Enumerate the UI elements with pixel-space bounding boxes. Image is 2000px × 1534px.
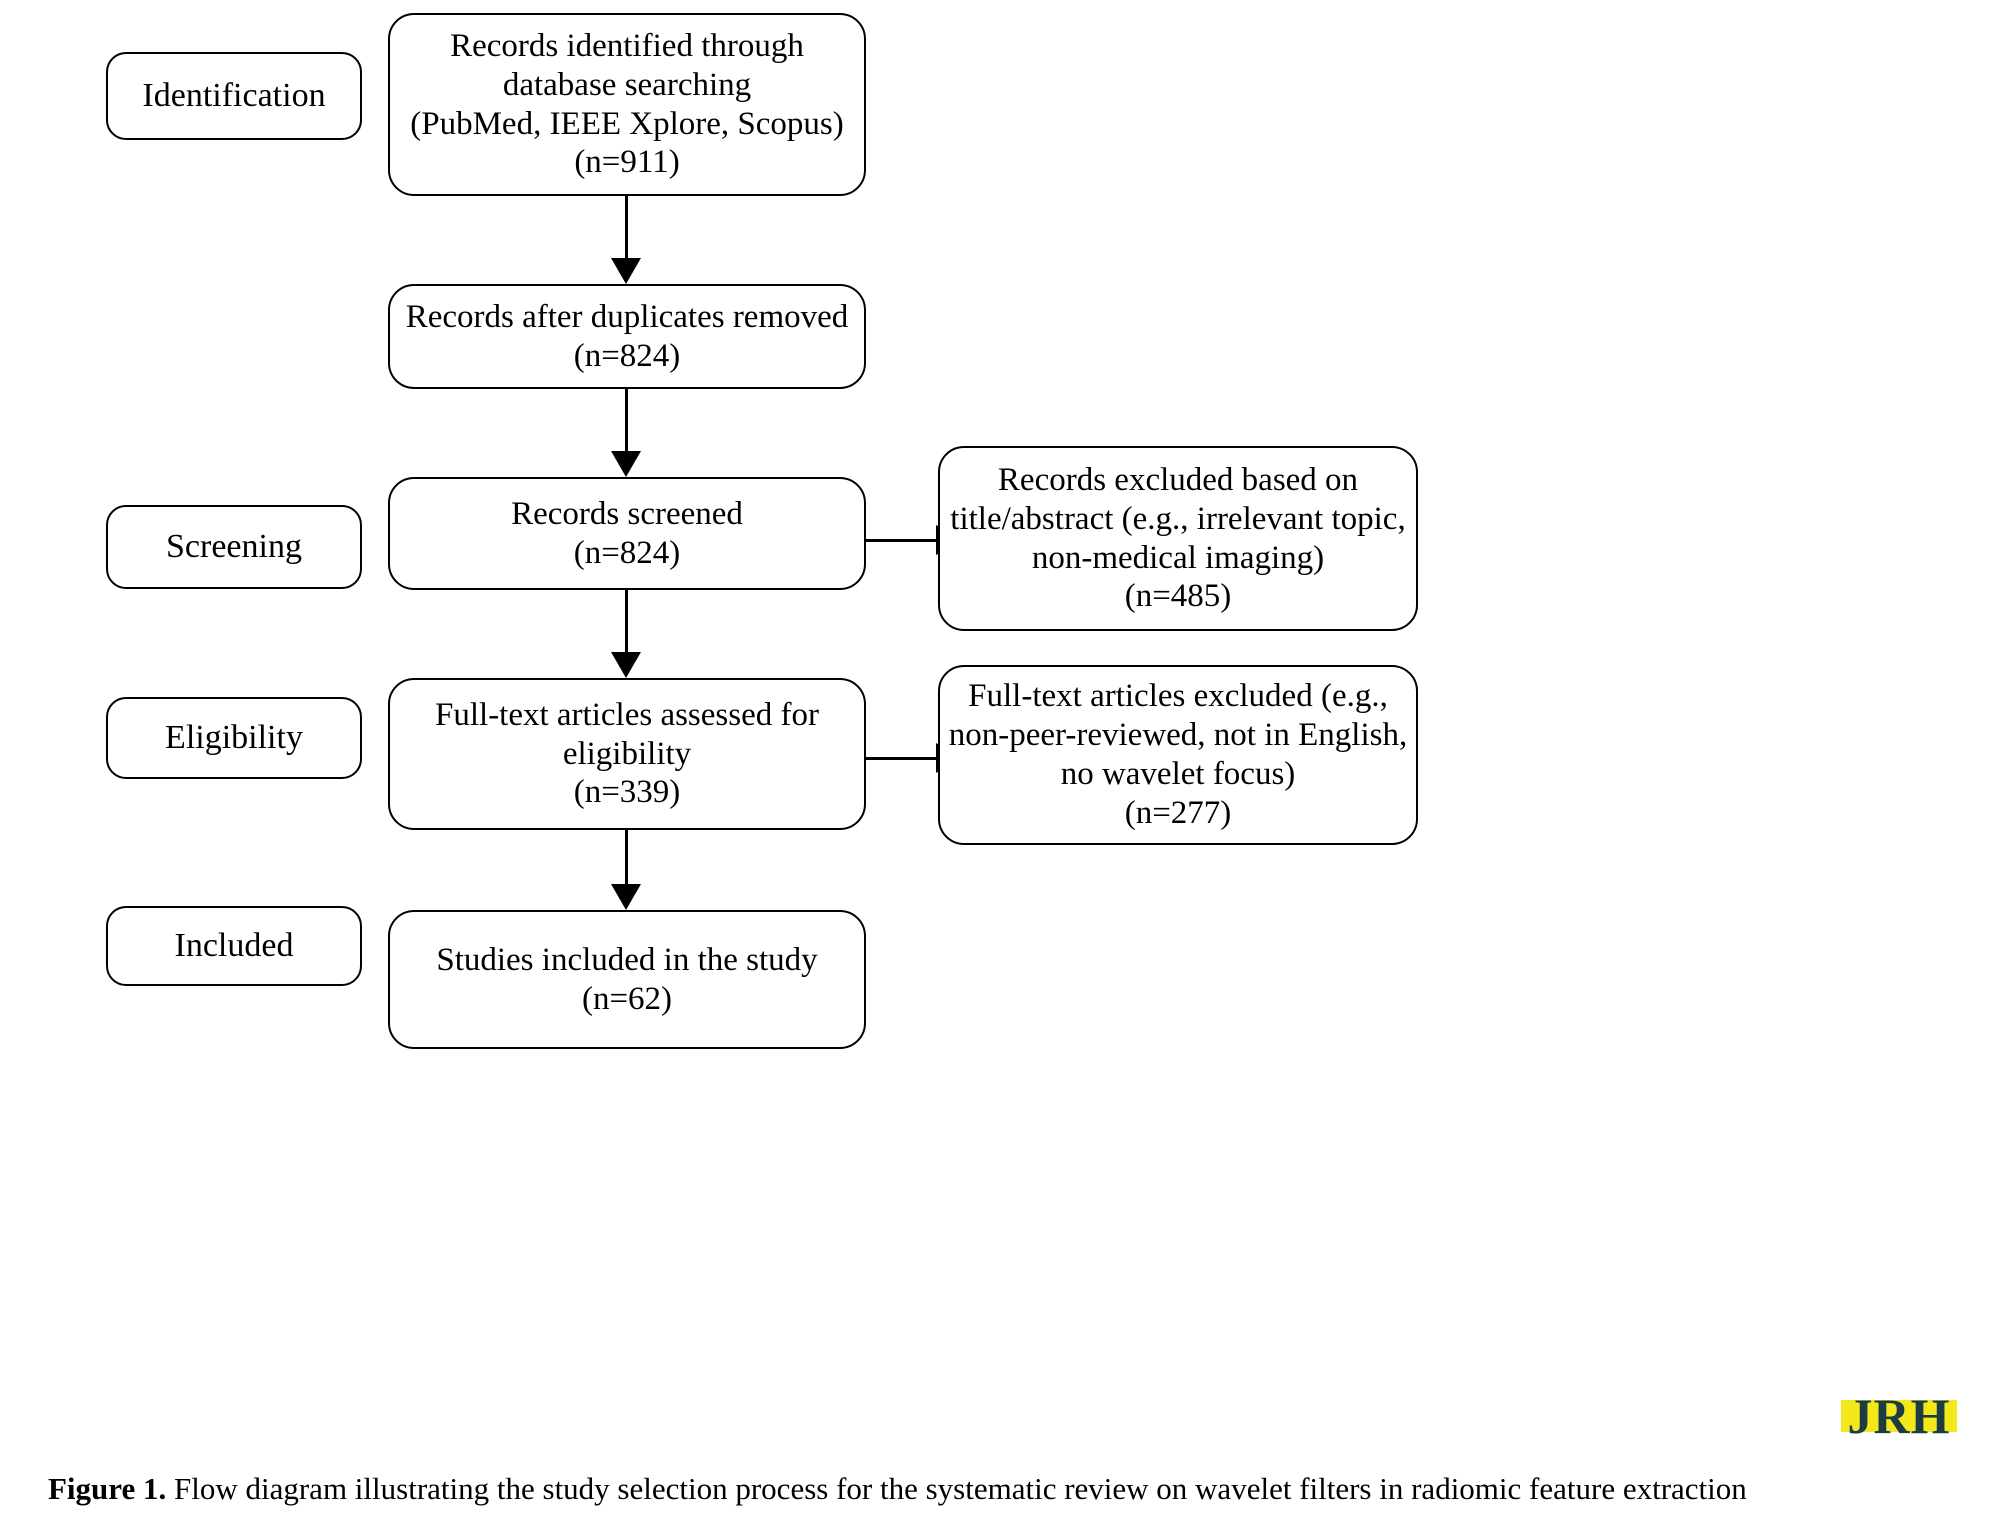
connector-arrow-screened-to-fulltext: [611, 652, 641, 678]
jrh-logo: JRH: [1841, 1386, 1957, 1446]
stage-label-eligibility: Eligibility: [106, 697, 362, 779]
flow-box-records-screened: Records screened (n=824): [388, 477, 866, 590]
stage-label-eligibility-text: Eligibility: [165, 718, 303, 756]
stage-label-included-text: Included: [174, 926, 294, 964]
connector-arrow-identified-to-deduped: [611, 258, 641, 284]
connector-line-screened-to-excluded: [866, 539, 954, 542]
stage-label-screening-text: Screening: [166, 527, 302, 565]
connector-line-deduped-to-screened: [625, 389, 628, 459]
connector-line-fulltext-to-excluded: [866, 757, 954, 760]
connector-line-screened-to-fulltext: [625, 590, 628, 660]
flow-box-records-screened-text: Records screened (n=824): [511, 495, 743, 571]
flow-box-records-after-duplicates-text: Records after duplicates removed (n=824): [405, 298, 849, 374]
exclusion-box-records-excluded-text: Records excluded based on title/abstract…: [950, 461, 1406, 615]
figure-caption-prefix: Figure 1.: [48, 1471, 167, 1506]
exclusion-box-records-excluded: Records excluded based on title/abstract…: [938, 446, 1418, 631]
flow-box-full-text-assessed: Full-text articles assessed for eligibil…: [388, 678, 866, 830]
jrh-logo-text: JRH: [1847, 1388, 1951, 1444]
exclusion-box-full-text-excluded-text: Full-text articles excluded (e.g., non-p…: [948, 678, 1408, 831]
figure-caption-body: Flow diagram illustrating the study sele…: [166, 1471, 1747, 1506]
flow-box-records-identified: Records identified through database sear…: [388, 13, 866, 196]
figure-caption: Figure 1. Flow diagram illustrating the …: [48, 1470, 1958, 1507]
flow-box-studies-included-text: Studies included in the study (n=62): [436, 941, 818, 1017]
jrh-logo-band: [1841, 1400, 1957, 1432]
stage-label-identification: Identification: [106, 52, 362, 140]
connector-line-fulltext-to-included: [625, 830, 628, 892]
stage-label-screening: Screening: [106, 505, 362, 589]
stage-label-identification-text: Identification: [142, 76, 326, 114]
flow-box-full-text-assessed-text: Full-text articles assessed for eligibil…: [435, 696, 819, 811]
stage-label-included: Included: [106, 906, 362, 986]
connector-arrow-fulltext-to-included: [611, 884, 641, 910]
connector-arrow-deduped-to-screened: [611, 451, 641, 477]
flow-box-records-after-duplicates: Records after duplicates removed (n=824): [388, 284, 866, 389]
flow-box-studies-included: Studies included in the study (n=62): [388, 910, 866, 1049]
flow-box-records-identified-text: Records identified through database sear…: [410, 27, 844, 181]
connector-line-identified-to-deduped: [625, 196, 628, 266]
exclusion-box-full-text-excluded: Full-text articles excluded (e.g., non-p…: [938, 665, 1418, 845]
